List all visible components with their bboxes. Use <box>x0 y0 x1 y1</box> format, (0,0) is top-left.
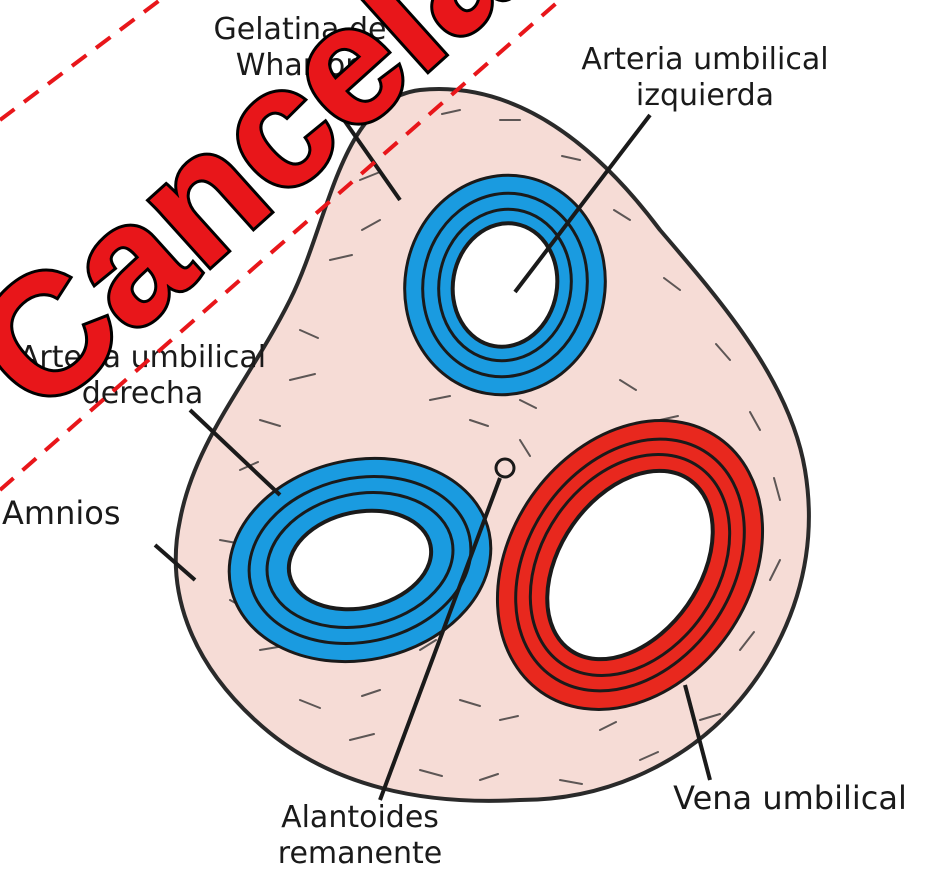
label-right-umbilical-artery: Arteria umbilical derecha <box>0 340 285 412</box>
label-allantois-remnant: Alantoides remanente <box>250 800 470 872</box>
label-left-umbilical-artery: Arteria umbilical izquierda <box>555 42 855 114</box>
label-umbilical-vein: Vena umbilical <box>650 780 930 816</box>
label-wharton-jelly: Gelatina de Wharton <box>195 12 405 84</box>
allantois-remnant <box>496 459 514 477</box>
label-amnion: Amnios <box>2 495 172 531</box>
